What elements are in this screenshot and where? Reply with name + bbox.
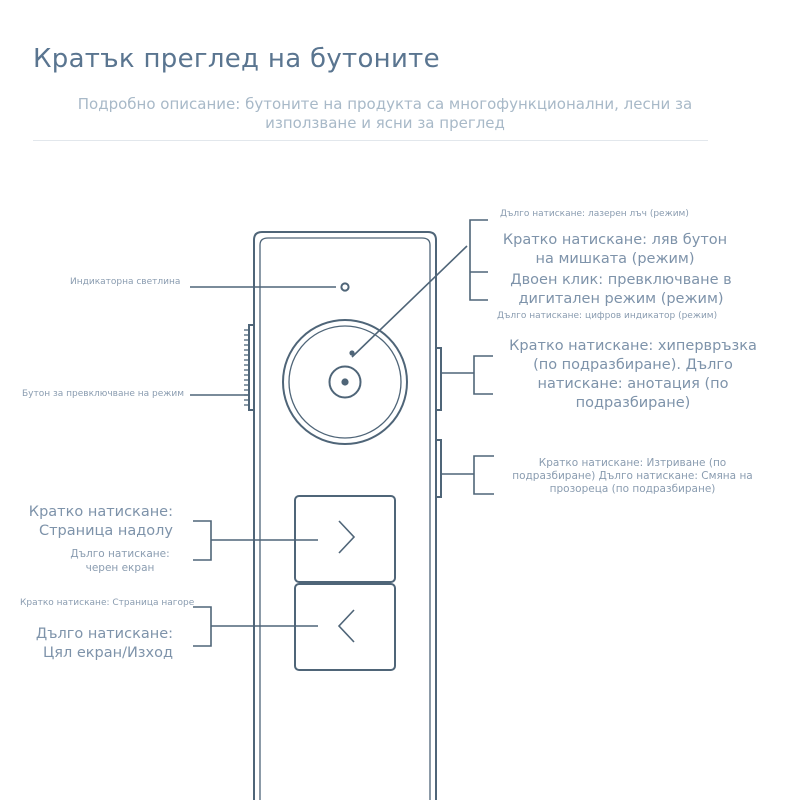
- side-erase-button: [436, 439, 442, 498]
- label-erase: Кратко натискане: Изтриване (по подразби…: [500, 457, 765, 496]
- divider: [33, 140, 708, 141]
- label-pagedown-line2: Страница надолу: [38, 523, 173, 539]
- label-short-left-mouse: Кратко натискане: ляв бутон на мишката (…: [490, 231, 740, 269]
- label-black-screen: Дълго натискане: черен екран: [60, 547, 180, 575]
- laser-center-button: [328, 365, 362, 399]
- label-long-digital: Дълго натискане: цифров индикатор (режим…: [497, 311, 718, 321]
- label-hyperlink-line1: Кратко натискане: хипервръзка: [509, 338, 757, 354]
- label-hyperlink-line2: (по подразбиране). Дълго: [533, 357, 733, 373]
- side-switch-grip: [244, 329, 249, 406]
- label-short-left-line1: Кратко натискане: ляв бутон: [502, 232, 728, 248]
- label-hyperlink-line3: натискане: анотация (по: [537, 376, 729, 392]
- chevron-right-icon: [338, 520, 356, 554]
- label-double-click: Двоен клик: превключване в дигитален реж…: [490, 271, 752, 309]
- label-hyperlink: Кратко натискане: хипервръзка (по подраз…: [494, 337, 772, 413]
- label-blackscreen-line2: черен екран: [85, 562, 155, 574]
- indicator-light: [340, 282, 350, 292]
- remote-body-outline: [253, 231, 437, 800]
- label-page-down: Кратко натискане: Страница надолу: [29, 503, 173, 541]
- label-double-line1: Двоен клик: превключване в: [510, 272, 732, 288]
- main-round-button-ring: [288, 325, 402, 439]
- side-mode-switch: [248, 324, 254, 411]
- label-fullscreen-line1: Дълго натискане:: [35, 626, 173, 642]
- label-double-line2: дигитален режим (режим): [518, 291, 724, 307]
- label-erase-line2: подразбиране) Дълго натискане: Смяна на: [512, 470, 753, 482]
- label-long-laser: Дълго натискане: лазерен лъч (режим): [500, 209, 689, 219]
- page-down-button: [294, 495, 396, 583]
- label-page-up: Кратко натискане: Страница нагоре: [20, 598, 195, 608]
- label-pagedown-line1: Кратко натискане:: [28, 504, 173, 520]
- label-erase-line1: Кратко натискане: Изтриване (по: [538, 457, 727, 469]
- label-hyperlink-line4: подразбиране): [575, 395, 691, 411]
- label-blackscreen-line1: Дълго натискане:: [70, 548, 170, 560]
- page-subtitle: Подробно описание: бутоните на продукта …: [77, 95, 693, 132]
- label-full-screen: Дълго натискане: Цял екран/Изход: [36, 625, 173, 663]
- label-short-left-line2: на мишката (режим): [535, 251, 695, 267]
- label-indicator: Индикаторна светлина: [70, 277, 181, 287]
- page-up-button: [294, 583, 396, 671]
- page-title: Кратък преглед на бутоните: [33, 44, 440, 74]
- label-erase-line3: прозореца (по подразбиране): [549, 483, 716, 495]
- side-hyperlink-button: [436, 347, 442, 411]
- label-mode-switch: Бутон за превключване на режим: [22, 389, 185, 399]
- chevron-left-icon: [337, 609, 355, 643]
- label-fullscreen-line2: Цял екран/Изход: [42, 645, 173, 661]
- main-round-button-outer: [282, 319, 408, 445]
- remote-body-inner: [259, 237, 431, 800]
